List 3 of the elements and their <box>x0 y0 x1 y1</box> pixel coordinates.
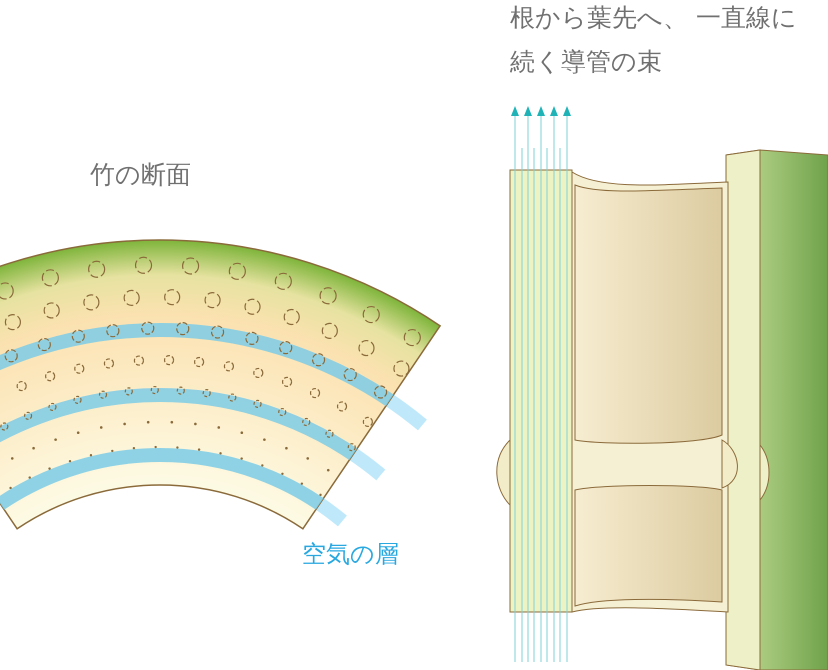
label-text: 空気の層 <box>302 539 399 570</box>
label-text: 竹の断面 <box>90 159 191 191</box>
caption-text: 根から葉先へ、 一直線に続く導管の束 <box>510 2 798 78</box>
